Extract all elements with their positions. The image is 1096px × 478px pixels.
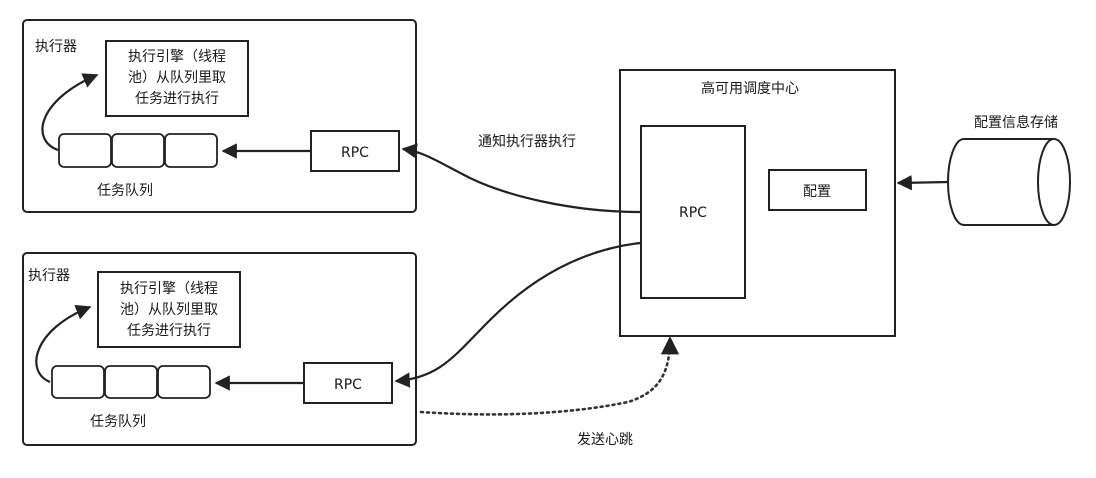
executor-1-queue-slot-3 [164, 133, 218, 168]
executor-1: 执行器 执行引擎（线程 池）从队列里取 任务进行执行 任务队列 RPC [22, 19, 417, 213]
center-rpc-label: RPC [679, 205, 707, 221]
center-to-executor-1-arrow [401, 143, 641, 214]
scheduling-center-title: 高可用调度中心 [701, 80, 799, 97]
center-config-box [768, 169, 867, 211]
center-to-executor-2-arrow [394, 241, 641, 388]
storage-cylinder-end [1037, 138, 1055, 226]
executor-1-engine-line-1: 执行引擎（线程 [128, 49, 226, 65]
notify-executor-label: 通知执行器执行 [478, 133, 576, 150]
executor-2: 执行器 执行引擎（线程 池）从队列里取 任务进行执行 任务队列 RPC [22, 252, 417, 446]
executor-1-engine-line-3: 任务进行执行 [135, 91, 219, 107]
executor-1-task-queue [58, 133, 218, 168]
config-storage-label: 配置信息存储 [974, 114, 1058, 131]
executor-1-queue-label: 任务队列 [97, 183, 153, 199]
scheduling-center: 高可用调度中心 RPC 配置 [619, 69, 896, 337]
center-rpc-box [640, 125, 746, 299]
executor-2-task-queue [51, 365, 211, 399]
config-storage: 配置信息存储 [896, 114, 1071, 226]
executor-1-engine-line-2: 池）从队列里取 [128, 70, 226, 86]
executor-1-title: 执行器 [35, 39, 77, 55]
center-config-label: 配置 [803, 184, 831, 200]
storage-cylinder-body [947, 138, 1071, 226]
executor-1-loop-arrow [41, 73, 99, 152]
executor-2-engine-line-2: 池）从队列里取 [120, 302, 218, 318]
executor-2-engine-line-3: 任务进行执行 [127, 323, 211, 339]
executor-1-queue-slot-1 [58, 133, 112, 168]
executor-2-engine-box [97, 271, 241, 348]
executor-2-title: 执行器 [28, 268, 70, 284]
executor-2-loop-arrow [35, 304, 92, 384]
heartbeat-label: 发送心跳 [577, 432, 633, 448]
executor-2-rpc-label: RPC [334, 377, 362, 393]
executor-2-queue-label: 任务队列 [90, 414, 146, 430]
executor-1-queue-slot-2 [111, 133, 165, 168]
storage-to-config-arrow [896, 175, 950, 191]
executor-2-queue-slot-2 [104, 365, 158, 399]
executor-2-rpc-box [303, 362, 393, 404]
heartbeat-arrow [419, 336, 680, 416]
executor-1-rpc-box [310, 130, 400, 172]
executor-2-queue-slot-3 [157, 365, 211, 399]
executor-1-rpc-label: RPC [341, 145, 369, 161]
executor-2-engine-line-1: 执行引擎（线程 [120, 281, 218, 297]
executor-2-queue-slot-1 [51, 365, 105, 399]
executor-1-engine-box [105, 40, 249, 117]
